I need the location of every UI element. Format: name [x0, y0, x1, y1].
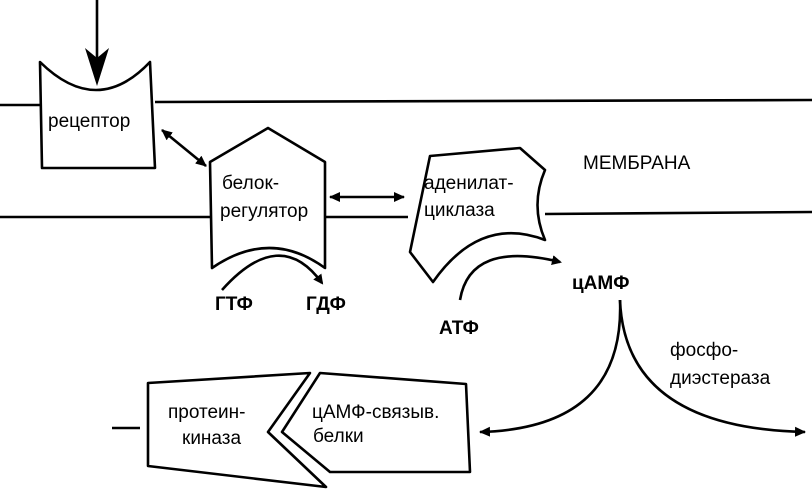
gtp-label: ГТФ	[215, 294, 253, 315]
receptor-shape	[38, 60, 157, 170]
pde-label-1: фосфо-	[670, 340, 738, 361]
adenylate-label-2: циклаза	[424, 200, 495, 221]
receptor-label: рецептор	[48, 111, 130, 132]
membrane-label: МЕМБРАНА	[583, 153, 691, 174]
pde-label-2: диэстераза	[670, 368, 771, 389]
membrane-top-line	[154, 98, 812, 104]
regulator-label-1: белок-	[222, 173, 279, 194]
camp-to-pde-arrow	[618, 299, 806, 437]
protein-kinase-shape	[146, 371, 328, 489]
kinase-label-2: киназа	[182, 428, 241, 449]
adenylate-label-1: аденилат-	[424, 173, 514, 194]
gdp-label: ГДФ	[306, 294, 346, 315]
adenylate-cyclase-shape	[408, 146, 547, 284]
membrane-bottom-line-right	[544, 210, 812, 216]
regulator-shape	[208, 126, 327, 270]
receptor-regulator-arrow	[161, 128, 207, 168]
atp-camp-arrow	[458, 254, 562, 301]
regulator-label-2: регулятор	[220, 201, 308, 222]
binding-label-1: цАМФ-связыв.	[312, 402, 439, 423]
atp-label: АТФ	[439, 318, 479, 339]
binding-label-2: белки	[313, 426, 364, 447]
kinase-label-1: протеин-	[168, 402, 246, 423]
camp-label: цАМФ	[572, 273, 629, 294]
gtp-gdp-arrow	[221, 254, 324, 291]
camp-binding-shape	[280, 371, 472, 474]
camp-to-binding-arrow	[479, 299, 622, 437]
signal-arrowhead	[85, 48, 109, 86]
